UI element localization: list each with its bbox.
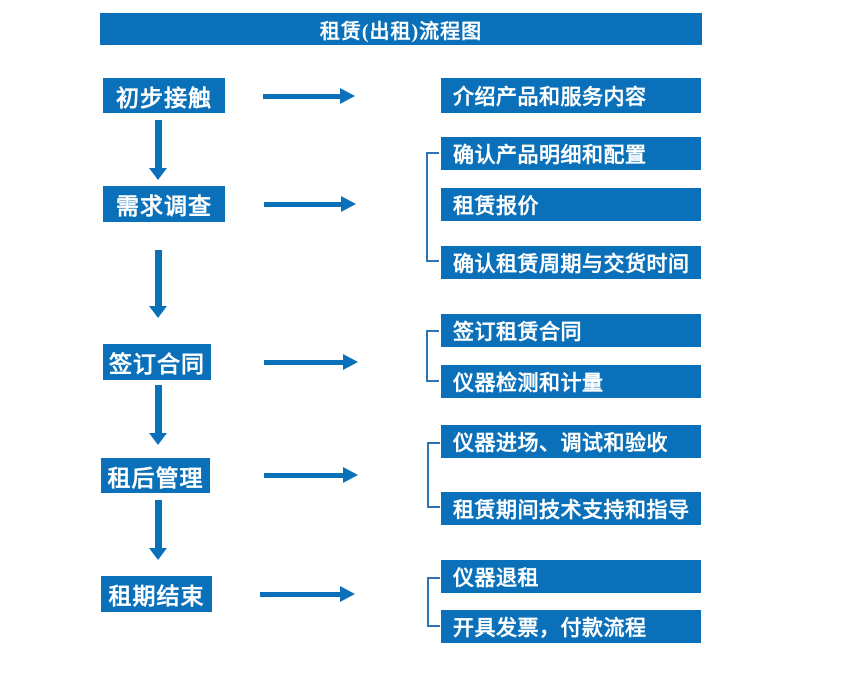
down-arrow-shaft [154, 120, 162, 168]
down-arrow-head-icon [149, 168, 167, 180]
right-arrow-shaft [264, 472, 343, 478]
step-box-rental-end: 租期结束 [101, 576, 212, 612]
detail-box-instrument-setup: 仪器进场、调试和验收 [441, 425, 701, 458]
right-arrow-2 [264, 196, 356, 212]
down-arrow-shaft [154, 385, 162, 433]
down-arrow-head-icon [149, 433, 167, 445]
step-box-initial-contact: 初步接触 [103, 78, 225, 113]
right-arrow-head-icon [343, 354, 358, 370]
flowchart-title: 租赁(出租)流程图 [100, 13, 702, 45]
right-arrow-shaft [260, 591, 340, 597]
down-arrow-shaft [154, 500, 162, 548]
right-arrow-shaft [264, 359, 343, 365]
detail-box-confirm-product-config: 确认产品明细和配置 [441, 137, 701, 170]
step-box-demand-survey: 需求调查 [103, 186, 225, 222]
right-arrow-5 [260, 586, 355, 602]
right-arrow-shaft [264, 201, 341, 207]
down-arrow-3 [149, 385, 167, 445]
right-arrow-shaft [263, 93, 340, 99]
detail-box-invoice-payment: 开具发票，付款流程 [441, 610, 701, 643]
detail-box-rental-quotation: 租赁报价 [441, 188, 701, 221]
group-bracket-post-rental [427, 442, 440, 508]
group-bracket-sign-contract [426, 330, 439, 382]
detail-box-instrument-testing: 仪器检测和计量 [441, 365, 701, 398]
right-arrow-head-icon [340, 88, 355, 104]
down-arrow-2 [149, 250, 167, 318]
detail-box-sign-rental-contract: 签订租赁合同 [441, 314, 701, 347]
step-box-post-rental-management: 租后管理 [101, 458, 210, 493]
right-arrow-4 [264, 467, 358, 483]
detail-box-confirm-period-delivery: 确认租赁周期与交货时间 [441, 246, 701, 279]
right-arrow-1 [263, 88, 355, 104]
right-arrow-head-icon [343, 467, 358, 483]
down-arrow-head-icon [149, 306, 167, 318]
detail-box-instrument-return: 仪器退租 [441, 560, 701, 593]
group-bracket-demand-survey [426, 152, 439, 262]
down-arrow-head-icon [149, 548, 167, 560]
step-box-sign-contract: 签订合同 [103, 344, 211, 380]
detail-box-tech-support: 租赁期间技术支持和指导 [441, 492, 701, 525]
right-arrow-head-icon [340, 586, 355, 602]
detail-box-introduce-products: 介绍产品和服务内容 [441, 78, 701, 113]
down-arrow-1 [149, 120, 167, 180]
group-bracket-rental-end [427, 577, 440, 627]
right-arrow-3 [264, 354, 358, 370]
down-arrow-shaft [154, 250, 162, 306]
right-arrow-head-icon [341, 196, 356, 212]
down-arrow-4 [149, 500, 167, 560]
